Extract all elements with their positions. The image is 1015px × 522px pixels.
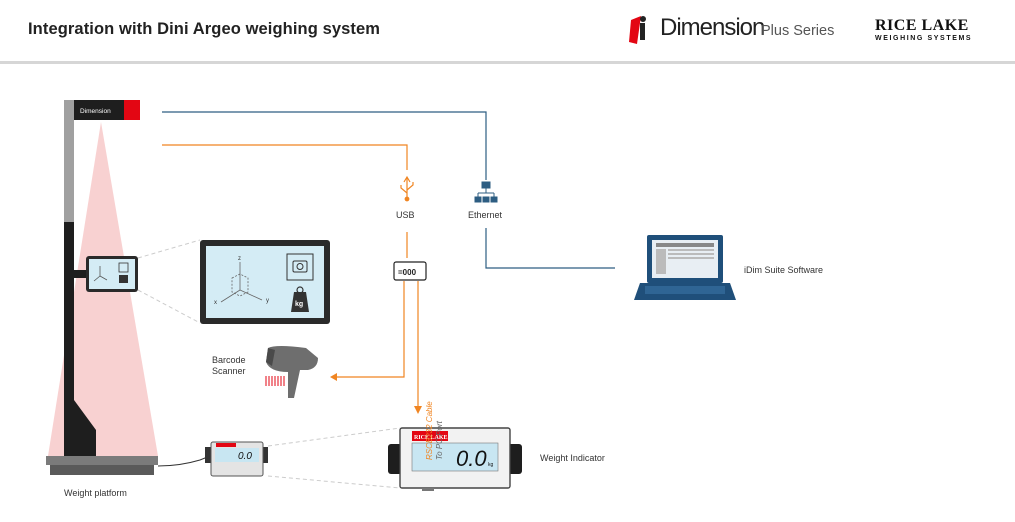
- svg-text:z: z: [238, 256, 241, 262]
- rs232-arrow: [414, 406, 422, 414]
- laptop-icon: [634, 235, 736, 300]
- pole-bracket: [70, 270, 90, 278]
- axis-icon: [220, 262, 263, 303]
- rice-lake-sub: WEIGHING SYSTEMS: [875, 35, 973, 42]
- rice-lake-logo: RICE LAKE WEIGHING SYSTEMS: [875, 17, 985, 43]
- device-head: [74, 100, 140, 120]
- large-indicator-unit: kg: [488, 462, 494, 468]
- barcode-scanner-icon: [265, 346, 318, 398]
- large-indicator-brand: RICE LAKE: [414, 435, 448, 441]
- converter-label: =000: [398, 268, 417, 277]
- barcode-label-1: Barcode: [212, 355, 246, 365]
- usb-icon: [400, 175, 414, 202]
- platform-cable: [157, 455, 211, 467]
- indicator-knob-right: [508, 444, 522, 474]
- small-indicator-readout: 0.0: [238, 451, 252, 462]
- large-indicator-readout: 0.0: [456, 446, 487, 471]
- pole-foot: [64, 400, 96, 456]
- pole-upper: [64, 100, 74, 222]
- header-rule: [0, 61, 1015, 64]
- indicator-knob-left: [388, 444, 402, 474]
- platform-base: [50, 465, 154, 475]
- screen-weight-unit: kg: [295, 301, 303, 308]
- ethernet-label: Ethernet: [468, 210, 503, 220]
- platform-top: [46, 456, 158, 465]
- scanner-link: [334, 281, 405, 378]
- rs232-label: RSCB232 Cable: [425, 401, 434, 460]
- ethernet-link-bottom: [485, 228, 615, 269]
- barcode-label-2: Scanner: [212, 366, 246, 376]
- svg-text:x: x: [214, 300, 217, 306]
- page-title: Integration with Dini Argeo weighing sys…: [28, 20, 381, 38]
- scanner-arrow: [330, 373, 337, 381]
- device-head-label: Dimension: [80, 108, 111, 115]
- pole-screen-display: [89, 259, 135, 289]
- svg-text:y: y: [266, 298, 269, 304]
- large-indicator-brand-bar: [412, 431, 448, 441]
- brand-series: Plus Series: [761, 23, 835, 39]
- pole-lower: [64, 222, 74, 454]
- dimension-logo-icon: [629, 16, 646, 44]
- small-indicator-display: [215, 448, 259, 462]
- header: Integration with Dini Argeo weighing sys…: [0, 0, 1015, 64]
- usb-label: USB: [396, 210, 415, 220]
- brand-word: Dimension: [660, 14, 765, 41]
- ethernet-icon: [474, 181, 498, 203]
- weight-indicator-label: Weight Indicator: [540, 453, 605, 463]
- camera-icon: [286, 253, 314, 281]
- idim-label: iDim Suite Software: [744, 265, 824, 275]
- large-indicator-display: [411, 442, 499, 472]
- rs232-sub-label: To PC Port: [435, 421, 444, 460]
- converter-icon: [393, 261, 427, 281]
- weight-icon: [291, 286, 309, 312]
- rice-lake-name: RICE LAKE: [875, 17, 969, 34]
- device-head-accent: [124, 100, 140, 120]
- ethernet-link-top: [162, 111, 487, 180]
- usb-link-top: [162, 144, 408, 170]
- weight-platform-label: Weight platform: [64, 488, 127, 498]
